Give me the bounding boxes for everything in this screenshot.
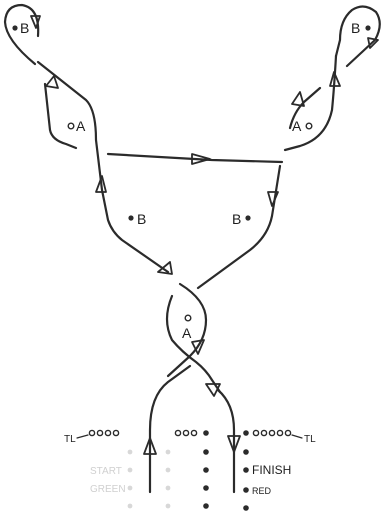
arrow-center-loop [191,339,205,355]
label-b-top-right: B [351,20,360,36]
marker-a-left [67,122,75,130]
arrow-right-descending [267,191,279,207]
label-tl-right: TL [304,434,316,445]
tl-right-connector [291,434,303,439]
arrow-left-lower [157,261,173,275]
start-line [148,364,192,494]
arrow-center-exit [205,383,221,397]
center-column-dots [203,449,209,509]
label-a-left: A [76,118,86,134]
arrow-left-branch [95,175,107,193]
left-outer-line [43,82,78,150]
arrow-right-outer [291,91,305,107]
finish-line [216,388,236,494]
label-b-top-left: B [20,20,29,36]
marker-b-mid-left [128,215,134,221]
marker-a-center [184,314,192,322]
tl-left-connector [76,434,89,439]
marker-b-top-right [365,25,371,31]
tl-left-lights [88,429,120,437]
left-inner-line [36,60,170,274]
center-lights [174,429,209,437]
label-green-faint: GREEN [90,484,126,495]
right-outer-line [288,86,322,130]
arrow-finish-down [227,435,241,453]
marker-b-top-left [12,25,18,31]
tl-right-lights [243,429,292,437]
label-start-faint: START [90,466,122,477]
arrow-middle-crossing [191,153,211,165]
marker-b-mid-right [245,215,251,221]
right-descending-line [196,164,282,290]
arrow-start-up [143,437,157,455]
faint-left-dots [127,449,171,509]
middle-crossing-line [106,152,284,164]
label-a-right: A [292,118,302,134]
label-b-mid-right: B [232,211,241,227]
label-finish: FINISH [252,463,291,477]
center-loop-left [165,294,222,394]
label-tl-left: TL [64,434,76,445]
marker-a-right [305,122,313,130]
right-column-dots [243,449,249,511]
label-a-center: A [182,325,192,341]
top-right-loop [334,5,381,68]
arrow-left-inner [45,75,59,89]
label-b-mid-left: B [137,211,146,227]
arrow-top-left-loop [30,15,41,29]
arrow-top-right-loop [367,37,379,49]
top-left-loop [3,3,40,66]
arrow-right-loop-up [329,71,341,87]
label-red: RED [252,486,272,496]
